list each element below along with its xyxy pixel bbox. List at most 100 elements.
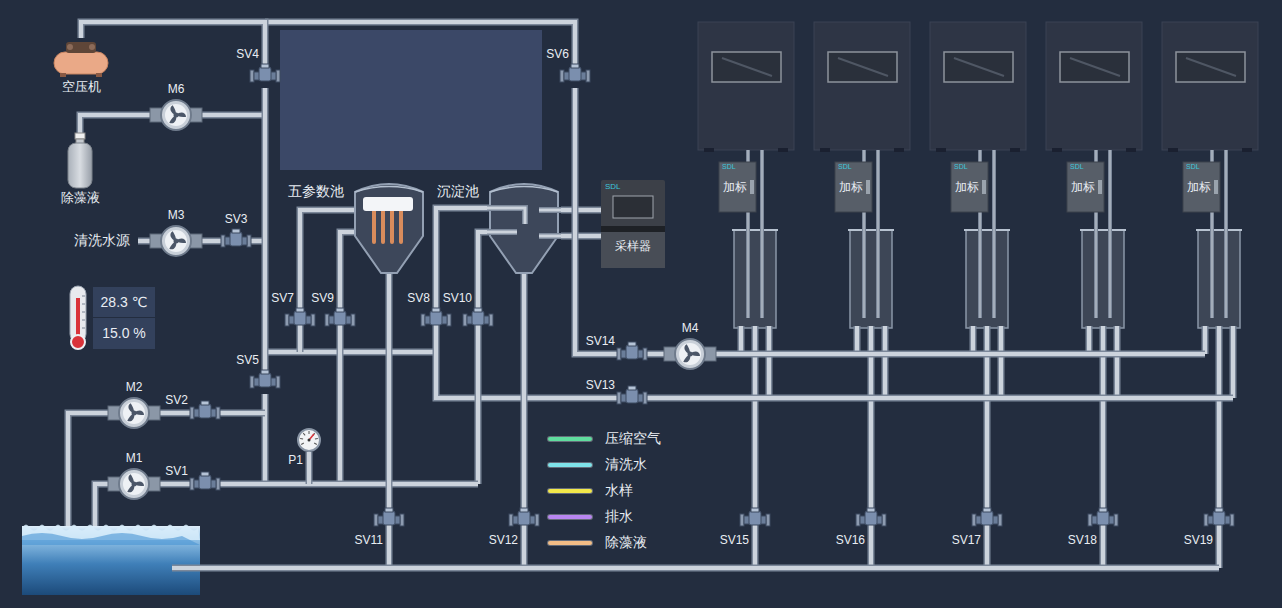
pump: M1 [108,468,160,500]
solenoid-valve: SV12 [509,508,539,532]
component-label: 空压机 [62,80,101,95]
valve-symbol [190,401,220,425]
parameter-tank: 五参数池 [352,178,426,276]
solenoid-valve: SV7 [285,308,315,332]
component-label: 15.0 % [102,325,146,341]
sample-cup [964,230,1010,328]
pipe [436,208,1233,398]
pipe [973,326,974,354]
solenoid-valve: SV11 [374,508,404,532]
comp-symbol [52,38,110,78]
legend-swatch [548,463,592,467]
component-label: P1 [288,454,303,468]
sample-cup [848,230,894,328]
component-label: SV1 [165,465,188,479]
solenoid-valve: SV9 [325,308,355,332]
valve-symbol [374,508,404,532]
pipe [265,22,575,64]
valve-symbol [972,508,1002,532]
solenoid-valve: SV17 [972,508,1002,532]
pipe [741,326,742,354]
legend-text: 清洗水 [605,456,647,472]
valve-symbol [285,308,315,332]
pipe-connector [647,354,664,355]
pipe [265,394,266,484]
pipe [95,484,108,528]
pump: M3 [150,225,202,257]
solenoid-valve: SV1 [190,472,220,496]
thermometer-icon [70,286,86,349]
pipe [762,150,763,318]
component-label: M4 [682,322,699,336]
component-label: SV15 [720,534,749,548]
legend-swatch [548,541,592,545]
component-label: SV8 [407,292,430,306]
pipe [1103,326,1104,568]
pipe [1117,326,1118,398]
solenoid-valve: SV5 [250,370,280,394]
spike-unit: SDL加标 [835,162,872,212]
component-label: SV10 [443,292,472,306]
pipe [172,568,1219,569]
pipe [265,352,436,353]
component-label: SV2 [165,394,188,408]
spike-unit: SDL加标 [951,162,988,212]
pipe [478,232,491,484]
component-label: SV9 [311,292,334,306]
source-label: 清洗水源 [74,232,130,248]
component-label: 采样器 [615,240,651,254]
pump-symbol [150,99,202,131]
sampler-symbol [601,180,665,268]
pipe [885,326,886,398]
pipe [857,326,858,354]
pump: M2 [108,397,160,429]
pipe [561,210,601,211]
legend-swatch [548,437,592,441]
legend-text: 排水 [605,508,633,524]
pipe [539,210,561,211]
pipe [1233,326,1234,398]
water-tank [22,525,200,596]
pipe [68,413,108,528]
pipe-connector [265,88,266,370]
valve-symbol [617,386,647,410]
pipe [1089,326,1090,354]
pipe [202,115,265,116]
brand-mark: SDL [605,182,621,191]
solenoid-valve: SV18 [1088,508,1118,532]
pump-symbol [108,468,160,500]
component-label: 五参数池 [288,183,344,199]
component-label: M1 [126,452,143,466]
display-panel [280,30,542,170]
pipe [769,326,770,398]
spike-unit: SDL加标 [719,162,756,212]
legend-item: 清洗水 [548,456,678,474]
gauge-symbol [297,428,321,452]
solenoid-valve: SV8 [421,308,451,332]
brand-mark: SDL [1070,163,1084,171]
sample-cup [1196,230,1242,328]
analyzer-cabinet [814,22,910,152]
pipe [1219,326,1220,568]
pipe [1001,326,1002,398]
pipe [487,208,525,224]
valve-symbol [617,342,647,366]
component-label: SV14 [586,335,615,349]
sample-cup [732,230,778,328]
reading-box: 15.0 % [93,318,155,349]
pipe [539,236,561,237]
component-label: SV3 [225,213,248,227]
legend-item: 压缩空气 [548,430,678,448]
chemical-bottle: 除藻液 [66,133,94,189]
analyzer-cabinet [1046,22,1142,152]
solenoid-valve: SV15 [740,508,770,532]
pipe [220,484,478,485]
legend-text: 除藻液 [605,534,647,550]
legend-item: 排水 [548,508,678,526]
valve-symbol [221,229,251,253]
solenoid-valve: SV6 [560,64,590,88]
pipe [716,354,1205,355]
pipe-connector [202,241,221,242]
